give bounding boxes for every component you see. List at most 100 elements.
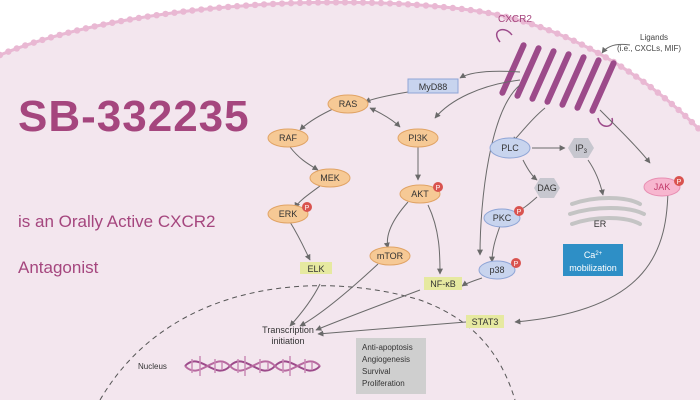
membrane-bead xyxy=(594,49,602,57)
membrane-bead xyxy=(180,8,187,15)
p38-phospho-icon xyxy=(511,258,521,268)
pkc-label: PKC xyxy=(493,213,512,223)
dna-helix-icon xyxy=(184,356,321,376)
membrane-bead xyxy=(198,6,205,13)
pkc-phospho-icon xyxy=(514,206,524,216)
membrane-bead xyxy=(224,3,232,11)
membrane-bead xyxy=(511,15,518,23)
outcome-item: Proliferation xyxy=(362,379,405,388)
pi3k-node xyxy=(397,128,439,148)
pathway-arrows xyxy=(289,70,669,337)
membrane-bead xyxy=(682,112,689,120)
nucleus-boundary xyxy=(99,285,516,400)
myd88-label: MyD88 xyxy=(419,82,448,92)
cxcr2-label: CXCR2 xyxy=(498,14,532,25)
membrane-bead xyxy=(578,41,586,48)
erk-node xyxy=(267,204,309,224)
membrane-bead xyxy=(520,18,527,25)
plc-label: PLC xyxy=(501,143,519,153)
membrane-bead xyxy=(314,0,322,6)
akt-phospho-icon xyxy=(433,182,443,192)
er-structure xyxy=(568,196,646,226)
membrane-bead xyxy=(632,73,640,80)
subtitle-line-1: is an Orally Active CXCR2 xyxy=(18,212,216,231)
nfkb-label: NF-κB xyxy=(430,279,456,289)
mtor-label: mTOR xyxy=(377,251,404,261)
ip3-label: IP3 xyxy=(575,143,588,155)
membrane-bead xyxy=(458,5,465,13)
membrane-bead xyxy=(242,2,250,9)
membrane-bead xyxy=(368,0,376,6)
membrane-bead xyxy=(305,0,313,6)
membrane-bead xyxy=(467,6,474,14)
membrane-bead xyxy=(153,11,160,19)
ligands-label: Ligands xyxy=(640,33,668,42)
ligand-arrow xyxy=(601,43,631,54)
membrane-bead xyxy=(586,45,594,52)
er-label: ER xyxy=(594,219,607,229)
membrane-bead xyxy=(0,51,4,59)
raf-node xyxy=(267,128,309,148)
p38-label: p38 xyxy=(489,265,504,275)
jak-phospho-icon xyxy=(674,176,684,186)
raf-label: RAF xyxy=(279,133,298,143)
dag-label: DAG xyxy=(537,183,557,193)
membrane-bead xyxy=(359,0,367,6)
membrane-bead xyxy=(287,0,295,7)
membrane-bead xyxy=(323,0,331,6)
membrane-bead xyxy=(476,8,483,15)
ligands-examples: (i.e., CXCLs, MIF) xyxy=(617,44,681,53)
membrane-bead xyxy=(431,3,439,10)
ras-node xyxy=(327,94,369,114)
compound-title: SB-332235 xyxy=(18,92,250,141)
membrane-bead xyxy=(422,2,430,9)
membrane-bead xyxy=(135,14,143,22)
membrane-bead xyxy=(675,106,682,114)
jak-node xyxy=(643,177,681,197)
ras-label: RAS xyxy=(339,99,358,109)
membrane-bead xyxy=(39,36,46,44)
erk-label: ERK xyxy=(279,209,298,219)
p38-phospho-label: P xyxy=(514,261,519,268)
jak-phospho-label: P xyxy=(677,179,682,186)
outcome-item: Anti-apoptosis xyxy=(362,343,413,352)
membrane-bead xyxy=(30,39,37,46)
membrane-bead xyxy=(207,5,214,12)
pkc-phospho-label: P xyxy=(517,209,522,216)
membrane-bead xyxy=(278,0,286,7)
membrane-bead xyxy=(688,118,696,126)
initiation-label: initiation xyxy=(271,336,304,346)
membrane-bead xyxy=(91,23,98,30)
membrane-bead xyxy=(386,0,394,7)
pi3k-label: PI3K xyxy=(408,133,428,143)
membrane-bead xyxy=(440,3,448,11)
membrane-bead xyxy=(350,0,358,6)
membrane-bead xyxy=(485,9,492,17)
membrane-bead xyxy=(73,27,81,34)
calcium-mobilization-box xyxy=(563,244,623,276)
membrane-bead xyxy=(449,4,457,12)
mtor-node xyxy=(369,246,411,266)
p38-node xyxy=(478,260,516,280)
membrane-bead xyxy=(537,23,544,31)
membrane-bead xyxy=(404,1,412,8)
membrane-bead xyxy=(528,21,536,28)
membrane-bead xyxy=(562,33,569,41)
membrane-bead xyxy=(668,100,676,108)
membrane-bead xyxy=(554,30,561,37)
membrane-bead xyxy=(640,78,647,85)
mek-label: MEK xyxy=(320,173,340,183)
erk-phospho-label: P xyxy=(305,205,310,212)
outcome-item: Angiogenesis xyxy=(362,355,410,364)
outcome-item: Survival xyxy=(362,367,391,376)
membrane-bead xyxy=(126,16,134,23)
membrane-bead xyxy=(100,21,107,28)
transcription-label: Transcription xyxy=(262,325,314,335)
mek-node xyxy=(309,168,351,188)
membrane-bead xyxy=(22,42,29,49)
akt-node xyxy=(399,184,441,204)
receptor-tail-bottom xyxy=(597,117,614,127)
stat3-node xyxy=(466,315,504,328)
